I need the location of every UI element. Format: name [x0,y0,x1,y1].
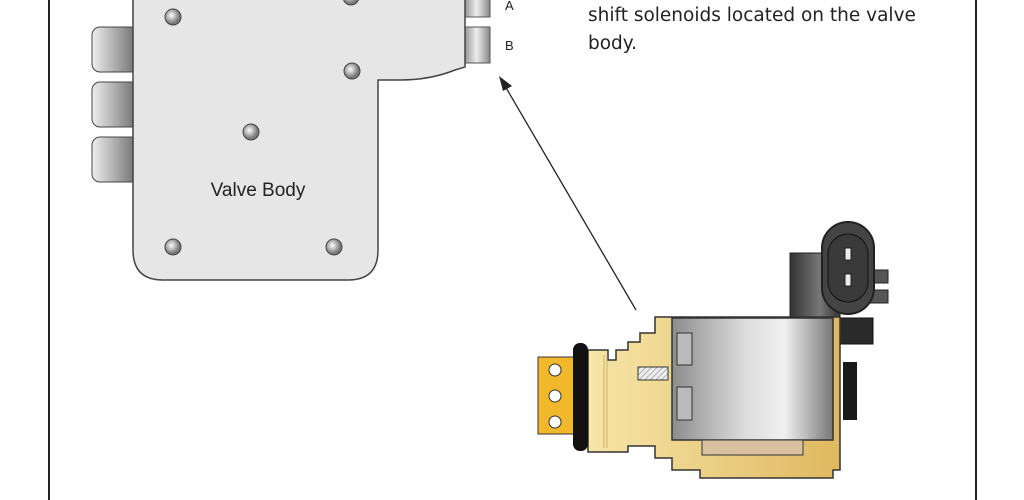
pointer-arrow [499,76,637,311]
solenoid-b-tab [462,26,491,64]
left-tabs [91,26,141,183]
o-ring [573,343,588,451]
caption-line-2: body. [588,33,637,54]
caption-text: shift solenoids located on the valve bod… [588,2,968,58]
solenoid-a-tab [462,0,491,18]
bolts [164,0,361,256]
electrical-connector [789,221,889,420]
metal-coil-can [671,317,834,441]
shift-solenoid [537,221,889,479]
hatched-section [637,366,669,381]
valve-body-plate [132,0,466,281]
solenoid-b-label: B [505,38,514,53]
terminals [548,363,562,429]
solenoid-a-label: A [505,0,514,13]
caption-line-1: shift solenoids located on the valve [588,5,916,26]
valve-body-label: Valve Body [211,180,306,201]
valve-body: Valve Body A B [91,0,514,281]
